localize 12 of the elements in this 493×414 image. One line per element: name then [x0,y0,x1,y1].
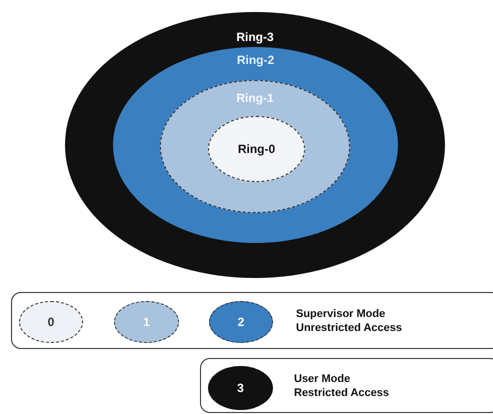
ring-label: Ring-0 [238,142,276,156]
ring-label: Ring-1 [236,91,274,105]
legend-description: User Mode Restricted Access [294,372,390,400]
legend-description: Supervisor Mode Unrestricted Access [296,306,403,334]
ring-label: Ring-3 [236,30,274,44]
legend-box [200,358,493,413]
ring-label: Ring-2 [236,53,274,67]
ring-number: 1 [143,315,150,329]
ring-number: 0 [48,315,54,329]
ring-number: 3 [237,381,244,395]
ring-number: 2 [238,315,244,329]
legend-box [11,292,493,349]
